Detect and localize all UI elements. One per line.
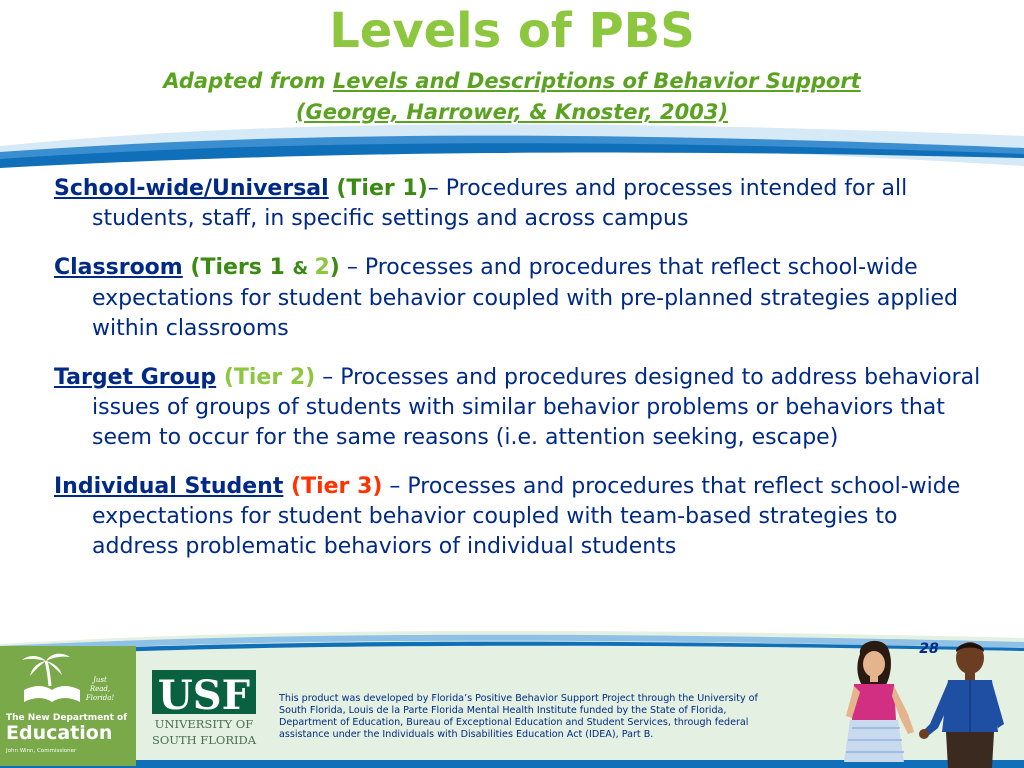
tier-ampersand: &	[292, 258, 315, 279]
list-item-school-wide: School-wide/Universal (Tier 1)– Procedur…	[54, 174, 989, 234]
credit-line: South Florida, Louis de la Parte Florida…	[279, 705, 727, 716]
tier-label-1-2: (Tiers 1 & 2)	[182, 255, 340, 280]
term-classroom: Classroom	[54, 255, 183, 280]
tier-open-paren: (	[328, 176, 347, 201]
tier-word: Tier	[233, 365, 290, 390]
description-individual-student: – Processes and procedures that reflect …	[92, 474, 961, 559]
usf-line1: UNIVERSITY OF	[155, 717, 253, 731]
tier-label-1: (Tier 1)	[328, 176, 428, 201]
tier-open-paren: (	[182, 255, 201, 280]
tier-word: Tier	[301, 474, 358, 499]
tier-number: 1	[402, 176, 418, 201]
description-target-group: – Processes and procedures designed to a…	[92, 365, 981, 450]
children-photo	[844, 640, 1004, 768]
footer-wave-decoration	[0, 630, 1024, 768]
list-item-individual-student: Individual Student (Tier 3) – Processes …	[54, 472, 989, 562]
tier-close-paren: )	[417, 176, 428, 201]
tier-word: Tiers 1	[200, 255, 293, 280]
tier-close-paren: )	[305, 365, 316, 390]
usf-line2: SOUTH FLORIDA	[152, 733, 257, 747]
credit-line: Department of Education, Bureau of Excep…	[279, 717, 749, 728]
tier-word: Tier	[346, 176, 403, 201]
tier-label-2: (Tier 2)	[216, 365, 315, 390]
doe-line1: The New Department of	[6, 713, 127, 723]
levels-list: School-wide/Universal (Tier 1)– Procedur…	[54, 174, 989, 581]
funding-credit: This product was developed by Florida’s …	[279, 693, 839, 741]
doe-logo: Just Read, Florida! The New Department o…	[0, 646, 136, 766]
subtitle-prefix: Adapted from	[163, 69, 333, 93]
description-school-wide: – Procedures and processes intended for …	[92, 176, 908, 231]
tier-open-paren: (	[216, 365, 234, 390]
subtitle-source: Levels and Descriptions of Behavior Supp…	[332, 69, 861, 93]
list-item-classroom: Classroom (Tiers 1 & 2) – Processes and …	[54, 253, 989, 344]
term-individual-student: Individual Student	[54, 474, 284, 499]
description-classroom: – Processes and procedures that reflect …	[92, 255, 959, 341]
tier-number: 2	[314, 255, 330, 280]
tier-close-paren: )	[329, 255, 340, 280]
credit-line: This product was developed by Florida’s …	[279, 693, 758, 704]
header-wave-decoration	[0, 124, 1024, 168]
doe-line3: John Winn, Commissioner	[5, 748, 77, 754]
tier-number: 2	[289, 365, 306, 390]
doe-tagline-part2: Read,	[89, 685, 110, 693]
term-school-wide: School-wide/Universal	[54, 176, 329, 201]
doe-line2: Education	[6, 722, 112, 744]
tier-label-3: (Tier 3)	[283, 474, 382, 499]
usf-logo: USF UNIVERSITY OF SOUTH FLORIDA	[152, 670, 257, 747]
doe-tagline-part3: Florida!	[85, 694, 115, 702]
doe-tagline-part1: Just	[91, 676, 107, 684]
tier-open-paren: (	[283, 474, 302, 499]
credit-line: assistance under the Individuals with Di…	[279, 729, 654, 740]
tier-close-paren: )	[372, 474, 383, 499]
tier-number: 3	[357, 474, 373, 499]
slide-subtitle: Adapted from Levels and Descriptions of …	[0, 66, 1024, 128]
slide-title: Levels of PBS	[329, 3, 695, 59]
subtitle-citation: (George, Harrower, & Knoster, 2003)	[295, 100, 729, 124]
page-number: 28	[919, 641, 939, 657]
list-item-target-group: Target Group (Tier 2) – Processes and pr…	[54, 363, 989, 453]
usf-mark: USF	[158, 672, 250, 719]
term-target-group: Target Group	[54, 365, 217, 390]
